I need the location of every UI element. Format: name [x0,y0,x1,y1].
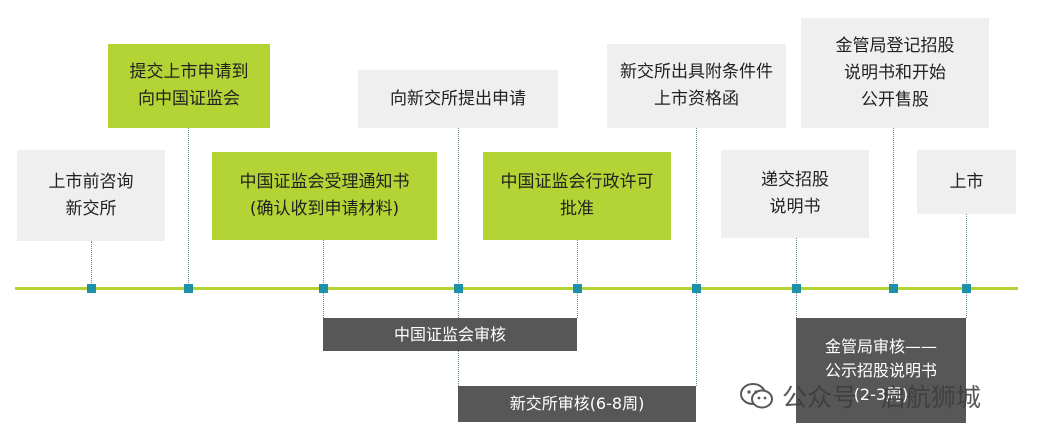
step-label: 向新交所提出申请 [390,88,526,109]
step-listing: 上市 [917,150,1016,214]
period-mas-review: 金管局审核—— 公示招股说明书 (2-3周) [796,318,966,423]
period-label: 新交所审核(6-8周) [509,394,645,413]
period-csrc-review: 中国证监会审核 [323,318,577,351]
step-label: 提交上市申请到 向中国证监会 [129,62,249,109]
connector-mas-register [893,128,894,285]
connector-pre-consult [91,241,92,285]
timeline-marker [889,284,898,293]
step-sgx-eligibility-letter: 新交所出具附条件件 上市资格函 [607,44,786,128]
step-label: 中国证监会行政许可 批准 [500,172,654,219]
connector-mas-review-end [966,290,967,318]
step-submit-to-csrc: 提交上市申请到 向中国证监会 [108,44,270,128]
connector-sgx-eligibility [696,128,697,285]
step-csrc-approval: 中国证监会行政许可 批准 [483,152,671,240]
period-sgx-review: 新交所审核(6-8周) [458,386,696,422]
timeline-marker [184,284,193,293]
connector-apply-sgx [458,128,459,285]
connector-mas-review-start [796,290,797,318]
connector-submit-csrc [188,128,189,285]
connector-csrc-notice [323,240,324,285]
step-label: 金管局登记招股 说明书和开始 公开售股 [835,35,955,110]
timeline-marker [692,284,701,293]
step-pre-consultation: 上市前咨询 新交所 [17,150,165,241]
timeline-marker [454,284,463,293]
connector-lodge-prospectus [796,238,797,285]
step-lodge-prospectus: 递交招股 说明书 [721,150,869,238]
step-label: 新交所出具附条件件 上市资格函 [620,62,773,109]
timeline-marker [792,284,801,293]
wechat-icon [740,383,773,409]
connector-csrc-review-end [577,290,578,318]
connector-sgx-review-end [696,290,697,386]
step-label: 递交招股 说明书 [761,170,829,217]
period-label: 金管局审核—— 公示招股说明书 (2-3周) [824,336,937,404]
step-csrc-acceptance-notice: 中国证监会受理通知书 (确认收到申请材料) [212,152,437,240]
timeline-marker [87,284,96,293]
timeline-marker [962,284,971,293]
connector-listing [966,214,967,285]
watermark: 公众号 · 启航狮城 [740,378,981,414]
step-label: 中国证监会受理通知书 (确认收到申请材料) [239,172,410,219]
step-label: 上市前咨询 新交所 [48,171,134,219]
step-apply-to-sgx: 向新交所提出申请 [358,70,558,128]
step-label: 上市 [949,171,984,192]
connector-csrc-approval [577,240,578,285]
watermark-text: 公众号 · 启航狮城 [782,383,981,412]
period-label: 中国证监会审核 [393,324,506,344]
timeline-marker [319,284,328,293]
step-mas-registration: 金管局登记招股 说明书和开始 公开售股 [801,18,989,128]
timeline-marker [573,284,582,293]
timeline-axis [15,287,1018,290]
connector-csrc-review-start [323,290,324,318]
